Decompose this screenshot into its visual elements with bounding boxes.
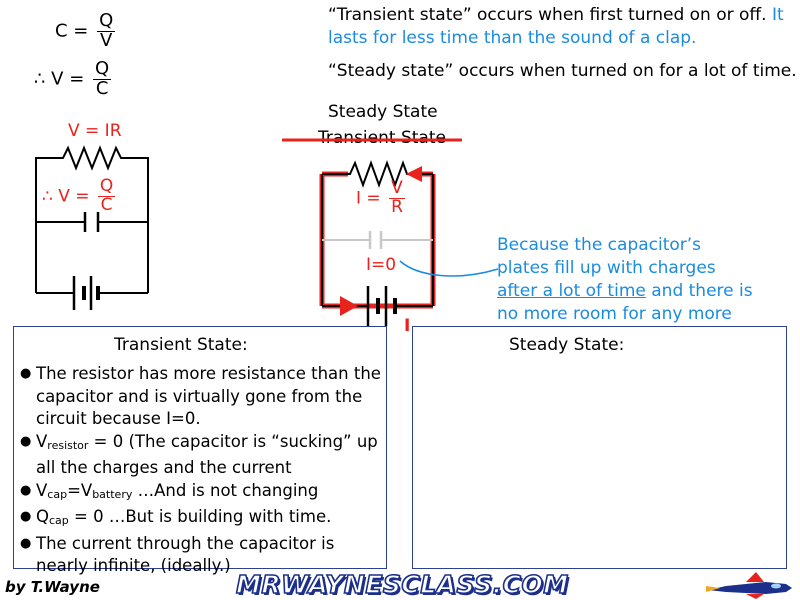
steady-state-box: Steady State: bbox=[412, 326, 787, 569]
subscript: resistor bbox=[47, 438, 89, 452]
v-over-r-fraction: V R bbox=[389, 178, 405, 217]
fraction-den: V bbox=[100, 29, 113, 51]
v-equals-ir-label: V = IR bbox=[68, 121, 122, 141]
i-zero-label: I=0 bbox=[366, 255, 397, 275]
voltage-formula: ∴ V = Q C bbox=[34, 58, 112, 99]
list-item: Vresistor = 0 (The capacitor is “sucking… bbox=[20, 431, 382, 480]
transient-duration-text: It lasts for less time than the sound of… bbox=[328, 5, 784, 48]
list-item: Vcap=Vbattery …And is not changing bbox=[20, 480, 382, 507]
q-over-v-fraction: Q V bbox=[97, 10, 116, 51]
rocket-logo-icon bbox=[706, 572, 792, 599]
left-circuit-wires bbox=[35, 145, 149, 294]
capacitance-formula: C = Q V bbox=[55, 10, 116, 51]
left-capacitor-voltage-formula: ∴ V = Q C bbox=[42, 176, 116, 215]
transient-definition-text: “Transient state” occurs when first turn… bbox=[328, 5, 767, 25]
subscript: cap bbox=[49, 514, 69, 527]
bullet-text: = 0 …But is building with time. bbox=[68, 507, 332, 526]
subscript: cap bbox=[47, 487, 68, 501]
therefore-v: ∴ V = bbox=[42, 186, 90, 207]
list-item: The current through the capacitor is nea… bbox=[20, 533, 382, 578]
list-item: The resistor has more resistance than th… bbox=[20, 363, 382, 431]
c-lhs: C = bbox=[55, 20, 89, 42]
right-battery-symbol bbox=[366, 286, 397, 326]
fraction-den: R bbox=[391, 196, 403, 217]
fraction-num: Q bbox=[97, 176, 116, 197]
left-battery-symbol bbox=[72, 276, 100, 310]
bullet-text: =V bbox=[67, 480, 93, 500]
annotation-text-1: Because the capacitor’s plates fill up w… bbox=[497, 235, 716, 278]
transient-state-box: Transient State: The resistor has more r… bbox=[13, 326, 387, 575]
right-capacitor-symbol bbox=[322, 231, 433, 249]
transient-state-struck-label: Transient State bbox=[318, 128, 446, 148]
current-arrow-right-icon bbox=[340, 296, 358, 316]
current-arrow-left-icon bbox=[406, 166, 422, 182]
fraction-num: V bbox=[389, 178, 405, 199]
steady-state-definition: “Steady state” occurs when turned on for… bbox=[328, 61, 797, 81]
steady-box-title: Steady State: bbox=[509, 335, 625, 355]
list-item: Qcap = 0 …But is building with time. bbox=[20, 506, 382, 533]
annotation-underlined-text: after a lot of time bbox=[497, 281, 646, 301]
subscript: battery bbox=[92, 487, 133, 501]
bullet-text: The resistor has more resistance than th… bbox=[36, 364, 381, 428]
author-credit: by T.Wayne bbox=[5, 578, 100, 596]
fraction-num: Q bbox=[97, 10, 116, 32]
i-lhs: I = bbox=[356, 188, 381, 209]
left-circuit-diagram bbox=[35, 145, 149, 310]
site-logo: MRWAYNESCLASS.COM bbox=[235, 569, 569, 600]
transient-box-title: Transient State: bbox=[114, 335, 248, 355]
bullet-text: The current through the capacitor is nea… bbox=[36, 533, 335, 576]
v-lhs: ∴ V = bbox=[34, 68, 85, 90]
bullet-text: V bbox=[36, 431, 48, 451]
left-capacitor-symbol bbox=[83, 212, 100, 232]
transient-bullet-list: The resistor has more resistance than th… bbox=[20, 363, 382, 578]
q-over-c-fraction: Q C bbox=[97, 176, 116, 215]
ohms-law-current-formula: I = V R bbox=[356, 178, 405, 217]
current-i-label: I bbox=[404, 316, 411, 336]
bullet-text: Q bbox=[36, 507, 49, 526]
steady-state-label: Steady State bbox=[328, 102, 438, 122]
fraction-num: Q bbox=[93, 58, 112, 80]
bullet-text: V bbox=[36, 480, 48, 500]
q-over-c-fraction: Q C bbox=[93, 58, 112, 99]
fraction-den: C bbox=[95, 77, 109, 99]
annotation-connector bbox=[399, 260, 499, 277]
fraction-den: C bbox=[100, 194, 113, 215]
right-circuit-diagram bbox=[282, 138, 462, 326]
transient-state-definition: “Transient state” occurs when first turn… bbox=[328, 4, 796, 50]
bullet-text: = 0 (The capacitor is “sucking” up all t… bbox=[36, 431, 378, 478]
bullet-text: …And is not changing bbox=[132, 480, 319, 500]
